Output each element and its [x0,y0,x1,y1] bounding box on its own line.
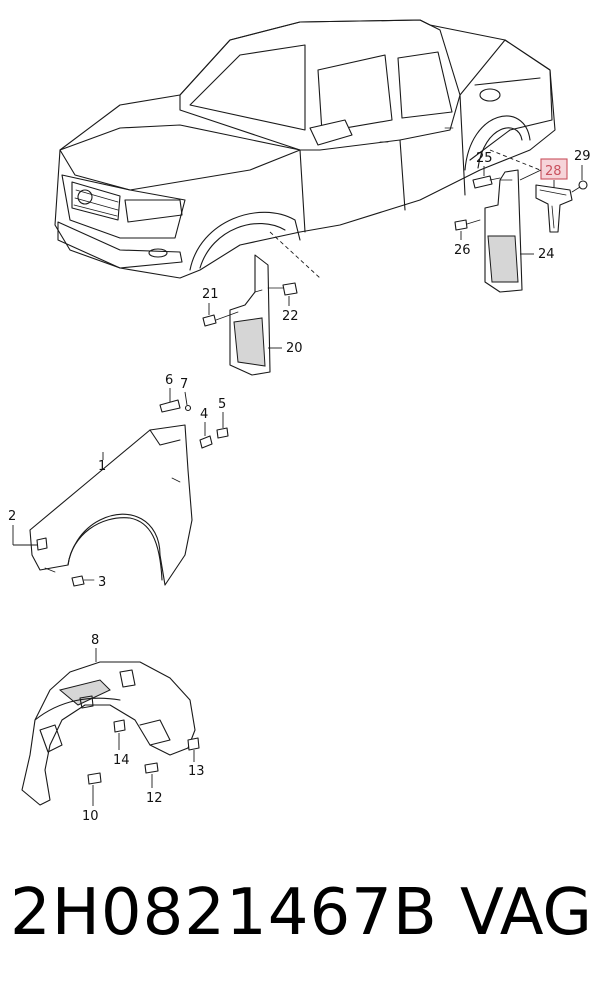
callout-6: 6 [165,373,173,388]
callout-29: 29 [574,149,591,164]
nut-7 [184,404,192,412]
callout-5: 5 [218,397,226,412]
callout-4: 4 [200,407,208,422]
callout-22: 22 [282,309,299,324]
wheel-liner-group: 8 10 12 13 14 [21,633,205,824]
front-fender [29,424,193,586]
pickup-truck-illustration [54,19,556,279]
callout-12: 12 [146,791,163,806]
callout-20: 20 [286,341,303,356]
screw-12 [144,762,159,774]
clip-25 [472,175,493,189]
callout-25: 25 [476,151,493,166]
wheel-housing-liner [21,661,196,806]
callout-14: 14 [113,753,130,768]
clip-13 [187,737,200,751]
nut-14 [113,719,126,733]
screw-26 [454,219,468,231]
callout-2: 2 [8,509,16,524]
mudflap-bracket [535,184,573,233]
screw-29 [578,180,588,190]
callout-8: 8 [91,633,99,648]
screw-21 [202,314,217,327]
callout-10: 10 [82,809,99,824]
callout-21: 21 [202,287,219,302]
bracket-6 [159,399,181,413]
screw-10 [87,772,102,785]
callout-13: 13 [188,764,205,779]
part-number: 2H0821467B [10,876,438,950]
callout-7: 7 [180,377,188,392]
callout-1: 1 [98,459,106,474]
callout-28: 28 [545,164,562,179]
clip-2 [36,537,48,551]
callout-26: 26 [454,243,471,258]
brand-name: VAG [460,876,592,950]
screw-3 [71,575,85,587]
bolt-4 [199,435,213,449]
nut-22 [282,282,298,296]
part-number-footer: 2H0821467B VAG [0,858,600,968]
callout-24: 24 [538,247,555,262]
fender-group: 1 2 3 4 5 6 7 [8,373,229,590]
rear-mudflap-group: 25 26 24 28 29 [454,149,591,293]
front-mudflap-group: 21 22 20 [202,254,303,376]
callout-3: 3 [98,575,106,590]
clip-5 [216,427,229,439]
highlight-box-28 [540,158,568,180]
